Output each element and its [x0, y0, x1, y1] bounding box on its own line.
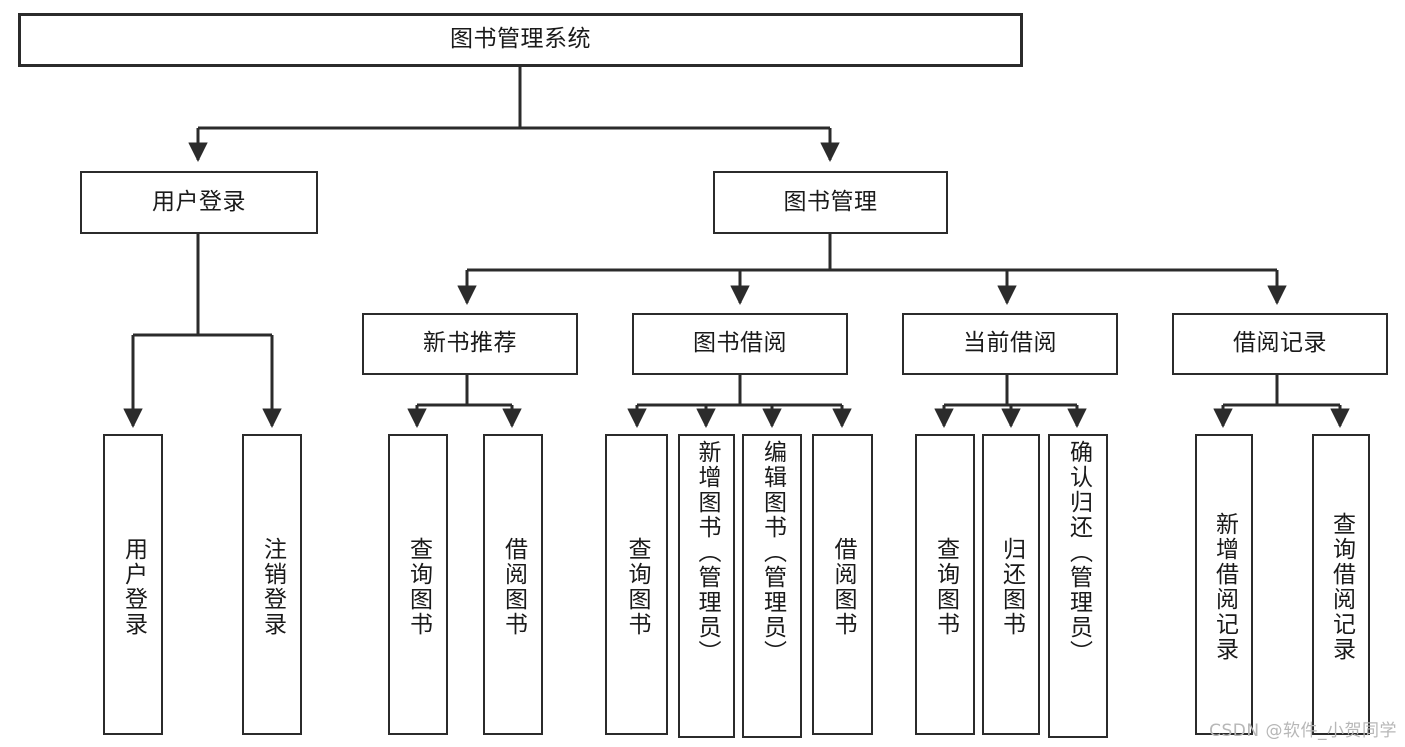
leaf-borrow-record-add-label: 新增借阅记录 — [1211, 511, 1238, 662]
node-borrow-record[interactable]: 借阅记录 — [1172, 313, 1388, 375]
leaf-current-borrow-return[interactable]: 归还图书 — [982, 434, 1040, 735]
leaf-new-book-query-label: 查询图书 — [405, 536, 432, 637]
leaf-borrow-record-add[interactable]: 新增借阅记录 — [1195, 434, 1253, 735]
leaf-book-borrow-add-label: 新增图书（管理员） — [694, 440, 720, 665]
leaf-text-wrap: 查询图书 — [607, 440, 666, 733]
node-root-system-label: 图书管理系统 — [450, 26, 591, 53]
node-new-book-recommend-label: 新书推荐 — [423, 330, 517, 357]
leaf-book-borrow-query-label: 查询图书 — [624, 536, 650, 637]
leaf-current-borrow-confirm[interactable]: 确认归还（管理员） — [1048, 434, 1108, 738]
leaf-borrow-record-query-label: 查询借阅记录 — [1328, 511, 1355, 662]
leaf-book-borrow-borrow[interactable]: 借阅图书 — [812, 434, 873, 735]
leaf-current-borrow-query-label: 查询图书 — [932, 536, 959, 637]
leaf-new-book-query[interactable]: 查询图书 — [388, 434, 448, 735]
node-current-borrow[interactable]: 当前借阅 — [902, 313, 1118, 375]
leaf-text-wrap: 借阅图书 — [814, 440, 871, 733]
leaf-user-login-logout-label: 注销登录 — [259, 536, 286, 637]
leaf-user-login-login[interactable]: 用户登录 — [103, 434, 163, 735]
leaf-book-borrow-borrow-label: 借阅图书 — [830, 536, 856, 637]
node-user-login[interactable]: 用户登录 — [80, 171, 318, 234]
node-book-borrow-label: 图书借阅 — [693, 330, 787, 357]
leaf-current-borrow-query[interactable]: 查询图书 — [915, 434, 975, 735]
leaf-text-wrap: 归还图书 — [984, 440, 1038, 733]
node-book-manage-label: 图书管理 — [783, 188, 878, 215]
leaf-text-wrap: 确认归还（管理员） — [1050, 440, 1106, 736]
node-new-book-recommend[interactable]: 新书推荐 — [362, 313, 578, 375]
leaf-text-wrap: 查询图书 — [917, 440, 973, 733]
leaf-book-borrow-query[interactable]: 查询图书 — [605, 434, 668, 735]
node-user-login-label: 用户登录 — [152, 188, 246, 215]
leaf-text-wrap: 注销登录 — [244, 440, 300, 733]
leaf-current-borrow-confirm-label: 确认归还（管理员） — [1065, 440, 1092, 665]
leaf-text-wrap: 编辑图书（管理员） — [744, 440, 800, 736]
leaf-new-book-borrow[interactable]: 借阅图书 — [483, 434, 543, 735]
leaf-current-borrow-return-label: 归还图书 — [998, 536, 1025, 637]
leaf-text-wrap: 新增借阅记录 — [1197, 440, 1251, 733]
leaf-user-login-logout[interactable]: 注销登录 — [242, 434, 302, 735]
leaf-text-wrap: 查询借阅记录 — [1314, 440, 1368, 733]
leaf-text-wrap: 查询图书 — [390, 440, 446, 733]
node-root-system[interactable]: 图书管理系统 — [18, 13, 1023, 67]
leaf-book-borrow-edit-label: 编辑图书（管理员） — [759, 440, 786, 665]
leaf-new-book-borrow-label: 借阅图书 — [500, 536, 527, 637]
node-borrow-record-label: 借阅记录 — [1233, 330, 1327, 357]
leaf-book-borrow-edit[interactable]: 编辑图书（管理员） — [742, 434, 802, 738]
node-book-manage[interactable]: 图书管理 — [713, 171, 948, 234]
leaf-text-wrap: 用户登录 — [105, 440, 161, 733]
leaf-borrow-record-query[interactable]: 查询借阅记录 — [1312, 434, 1370, 735]
node-current-borrow-label: 当前借阅 — [963, 330, 1057, 357]
leaf-book-borrow-add[interactable]: 新增图书（管理员） — [678, 434, 735, 738]
leaf-text-wrap: 借阅图书 — [485, 440, 541, 733]
node-book-borrow[interactable]: 图书借阅 — [632, 313, 848, 375]
leaf-user-login-login-label: 用户登录 — [120, 536, 147, 637]
leaf-text-wrap: 新增图书（管理员） — [680, 440, 733, 736]
